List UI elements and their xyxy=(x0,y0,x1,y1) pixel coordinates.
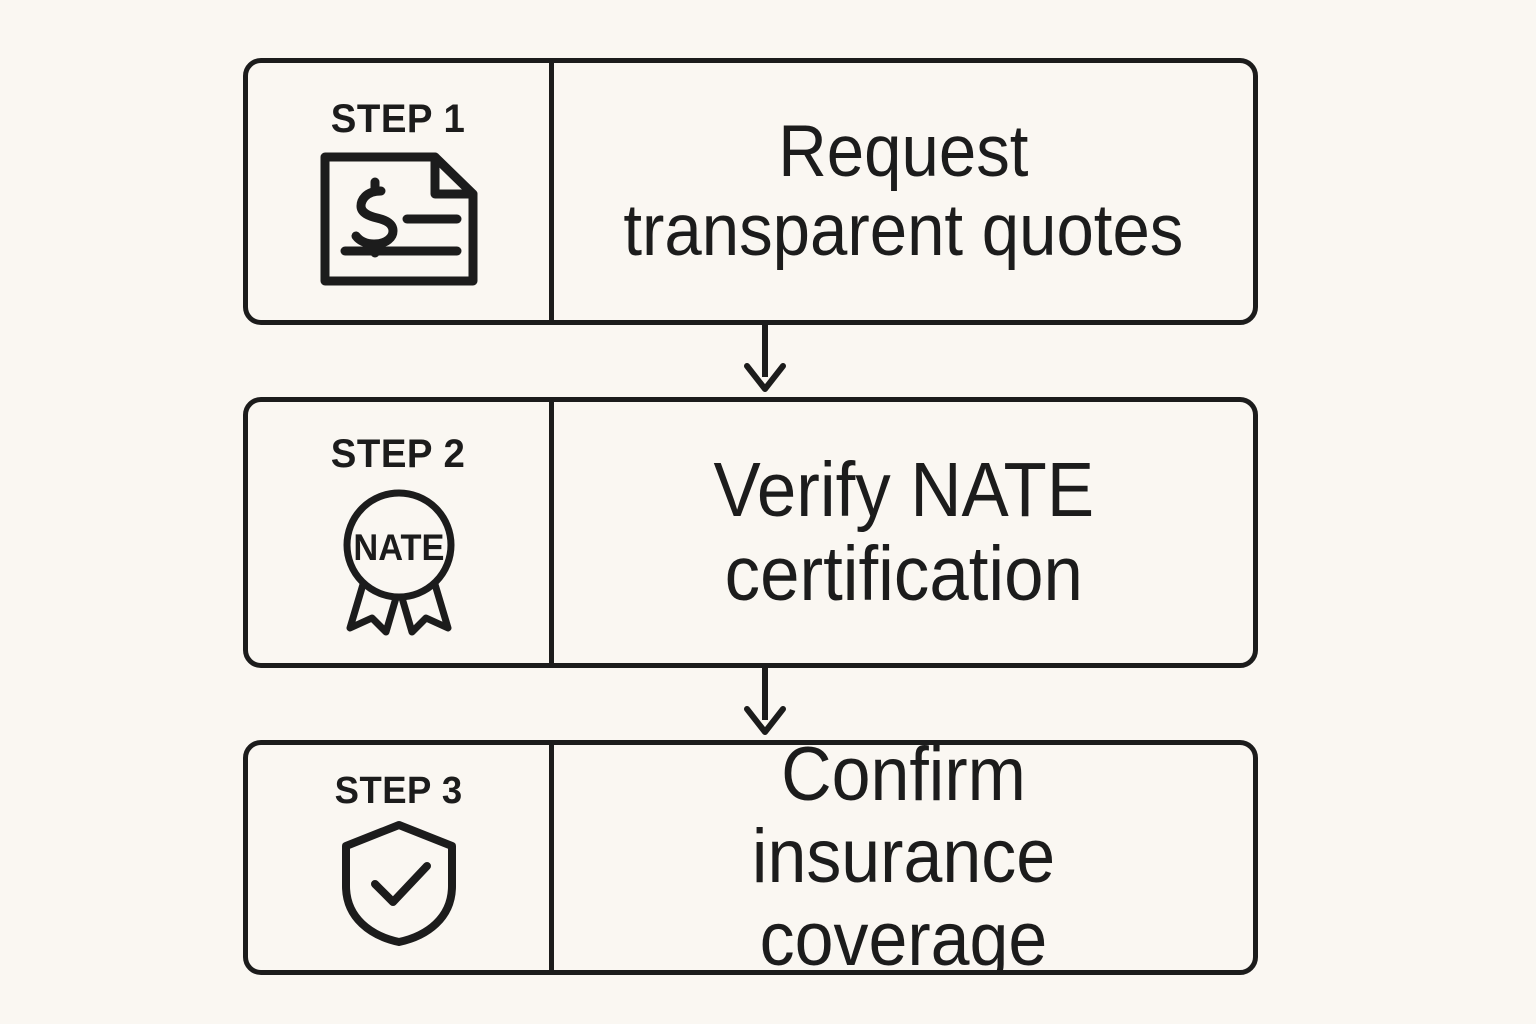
nate-certification-badge-icon: NATE xyxy=(324,484,474,636)
step-2-text: Verify NATE certification xyxy=(713,449,1094,615)
step-1-text-line-2: transparent quotes xyxy=(623,189,1184,271)
step-3-text-line-1: Confirm xyxy=(781,740,1026,818)
arrow-step2-to-step3 xyxy=(735,668,795,740)
step-3-text: Confirm insurance coverage xyxy=(606,740,1201,975)
step-2-text-line-2: certification xyxy=(724,530,1083,617)
nate-badge-text: NATE xyxy=(353,526,444,567)
step-1-text: Request transparent quotes xyxy=(623,110,1184,271)
step-1-text-line-1: Request xyxy=(778,110,1029,192)
step-2-label: STEP 2 xyxy=(331,431,466,476)
step-2-text-column: Verify NATE certification xyxy=(554,402,1253,663)
step-1-label: STEP 1 xyxy=(331,96,466,141)
step-3-text-column: Confirm insurance coverage xyxy=(554,745,1253,970)
document-dollar-quote-icon xyxy=(317,149,481,289)
step-2-icon-column: STEP 2 NATE xyxy=(248,402,554,663)
arrow-step1-to-step2 xyxy=(735,325,795,397)
step-card-1[interactable]: STEP 1 Request transparen xyxy=(243,58,1258,325)
step-1-icon-column: STEP 1 xyxy=(248,63,554,320)
step-2-text-line-1: Verify NATE xyxy=(713,447,1094,534)
step-3-label: STEP 3 xyxy=(334,769,463,812)
shield-check-icon xyxy=(337,818,461,948)
step-3-icon-column: STEP 3 xyxy=(248,745,554,970)
step-1-text-column: Request transparent quotes xyxy=(554,63,1253,320)
step-3-text-line-2: insurance coverage xyxy=(751,814,1056,975)
step-card-2[interactable]: STEP 2 NATE Verify NATE certification xyxy=(243,397,1258,668)
step-card-3[interactable]: STEP 3 Confirm insurance coverage xyxy=(243,740,1258,975)
